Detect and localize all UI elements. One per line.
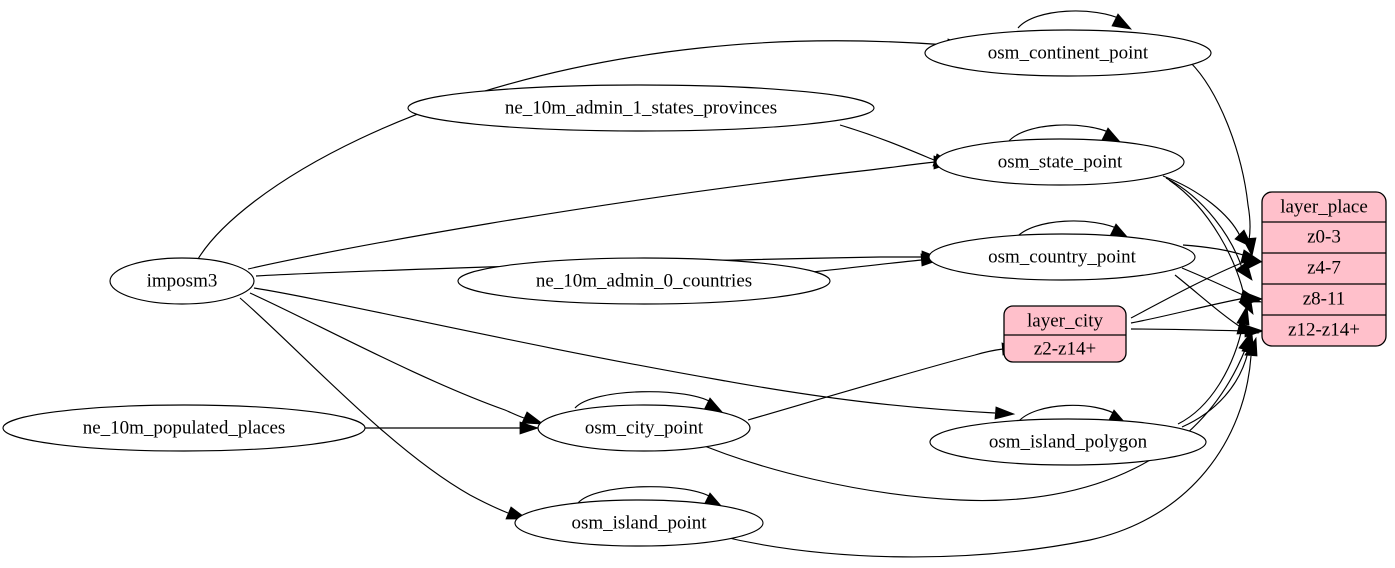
ne-populated-shape[interactable] <box>2 404 366 452</box>
edges-layer <box>197 10 1265 558</box>
imposm3-shape[interactable] <box>109 257 255 305</box>
osm-island-point-shape[interactable] <box>514 499 764 547</box>
osm-country-point-label: osm_country_point <box>988 246 1136 267</box>
ne-countries-shape[interactable] <box>457 257 831 305</box>
node-osm-city-point[interactable]: osm_city_point <box>537 404 751 452</box>
edge-osm-country-point-to-layer-place-z12-z14 <box>1174 274 1243 329</box>
selfloop-osm-state-point <box>1007 124 1114 143</box>
node-ne-10m-admin-1-states-provinces[interactable]: ne_10m_admin_1_states_provinces <box>407 84 875 132</box>
edge-osm-state-point-to-layer-place-z8-11 <box>1168 179 1246 301</box>
arrow-osm-city-point-layer-place-z12-z14 <box>1238 330 1252 352</box>
arrow-selfloop-osm-continent-point <box>1111 13 1133 30</box>
layer-place-title: layer_place <box>1280 196 1368 217</box>
edge-imposm3-to-osm-island-polygon <box>253 287 996 414</box>
osm-city-point-shape[interactable] <box>537 404 751 452</box>
edge-osm-state-point-to-layer-place-z0-3 <box>1162 175 1241 237</box>
edge-layer-city-to-layer-place-z8-11 <box>1130 297 1246 324</box>
osm-continent-point-shape[interactable] <box>924 29 1212 77</box>
arrow-imposm3-osm-city-point <box>521 411 545 425</box>
selfloop-osm-country-point <box>1015 220 1122 239</box>
arrow-osm-island-point-layer-place <box>1244 336 1258 357</box>
osm-continent-point-label: osm_continent_point <box>988 42 1149 63</box>
arrow-layer-city-layer-place-z4-7 <box>1242 255 1263 271</box>
layer-city-row-z2-z14: z2-z14+ <box>1034 338 1096 359</box>
node-ne-10m-populated-places[interactable]: ne_10m_populated_places <box>2 404 366 452</box>
osm-island-polygon-label: osm_island_polygon <box>989 431 1148 452</box>
node-osm-continent-point[interactable]: osm_continent_point <box>924 29 1212 77</box>
edge-osm-island-point-to-layer-place <box>719 355 1252 558</box>
edge-osm-country-point-to-layer-place-z8-11 <box>1181 267 1246 297</box>
osm-island-point-label: osm_island_point <box>571 512 707 533</box>
node-osm-island-point[interactable]: osm_island_point <box>514 499 764 547</box>
node-osm-state-point[interactable]: osm_state_point <box>935 138 1185 186</box>
arrow-layer-city-layer-place-z8-11 <box>1243 291 1264 306</box>
layer-place-box[interactable] <box>1261 191 1387 347</box>
layer-place-row-z12-z14: z12-z14+ <box>1288 319 1360 340</box>
edge-imposm3-to-osm-state-point <box>247 161 936 270</box>
osm-state-point-shape[interactable] <box>935 138 1185 186</box>
osm-city-point-label: osm_city_point <box>585 417 704 438</box>
edge-osm-island-polygon-to-layer-place-z12-z14 <box>1181 351 1249 428</box>
layer-city-title: layer_city <box>1027 310 1103 331</box>
node-ne-10m-admin-0-countries[interactable]: ne_10m_admin_0_countries <box>457 257 831 305</box>
arrow-osm-island-polygon-layer-place-z8-11 <box>1236 304 1250 326</box>
layer-place-row-z8-11: z8-11 <box>1303 288 1346 309</box>
selfloop-osm-island-polygon <box>1017 404 1120 423</box>
arrow-imposm3-osm-island-polygon <box>994 406 1016 420</box>
node-imposm3[interactable]: imposm3 <box>109 257 255 305</box>
edge-imposm3-to-osm-island-point <box>239 297 509 514</box>
layer-city-box[interactable] <box>1003 305 1127 363</box>
edge-osm-continent-point-to-layer-place-z0-3 <box>1189 61 1251 241</box>
selfloop-osm-island-point <box>577 486 715 504</box>
edge-imposm3-to-osm-continent-point <box>197 40 949 260</box>
ne-populated-label: ne_10m_populated_places <box>83 417 286 438</box>
arrow-ne-populated-osm-city-point <box>519 421 540 435</box>
osm-country-point-shape[interactable] <box>928 233 1196 281</box>
selfloop-osm-continent-point <box>1017 10 1124 29</box>
imposm3-label: imposm3 <box>147 270 218 291</box>
node-osm-island-polygon[interactable]: osm_island_polygon <box>929 418 1207 466</box>
arrow-layer-city-layer-place-z12-z14 <box>1244 324 1265 338</box>
layer-place-row-z0-3: z0-3 <box>1307 226 1341 247</box>
nodes-layer: imposm3 ne_10m_admin_1_states_provinces … <box>2 29 1212 547</box>
ne-countries-label: ne_10m_admin_0_countries <box>536 270 752 291</box>
layer-place-row-z4-7: z4-7 <box>1307 257 1341 278</box>
ne-states-label: ne_10m_admin_1_states_provinces <box>505 97 777 118</box>
edge-osm-state-point-to-layer-place-z4-7 <box>1165 177 1243 269</box>
edge-osm-city-point-to-layer-place-z12-z14 <box>689 349 1246 502</box>
edge-layer-city-to-layer-place-z12-z14 <box>1130 328 1246 332</box>
selfloop-osm-city-point <box>574 391 715 409</box>
osm-island-polygon-shape[interactable] <box>929 418 1207 466</box>
node-layer-place[interactable]: layer_place z0-3 z4-7 z8-11 z12-z14+ <box>1261 191 1387 347</box>
edge-imposm3-to-osm-city-point <box>249 292 525 419</box>
node-osm-country-point[interactable]: osm_country_point <box>928 233 1196 281</box>
edge-osm-island-polygon-to-layer-place-z8-11 <box>1177 323 1244 425</box>
node-layer-city[interactable]: layer_city z2-z14+ <box>1003 305 1127 363</box>
edge-ne-countries-to-osm-country-point <box>811 259 923 273</box>
edge-osm-city-point-to-layer-city <box>747 348 1004 421</box>
arrow-osm-state-point-layer-place-z0-3 <box>1234 229 1253 248</box>
osm-state-point-label: osm_state_point <box>998 151 1123 172</box>
edge-osm-country-point-to-layer-place-z4-7 <box>1182 244 1247 257</box>
edge-layer-city-to-layer-place-z4-7 <box>1130 261 1245 319</box>
ne-states-shape[interactable] <box>407 84 875 132</box>
edge-ne-states-to-osm-state-point <box>839 124 935 161</box>
